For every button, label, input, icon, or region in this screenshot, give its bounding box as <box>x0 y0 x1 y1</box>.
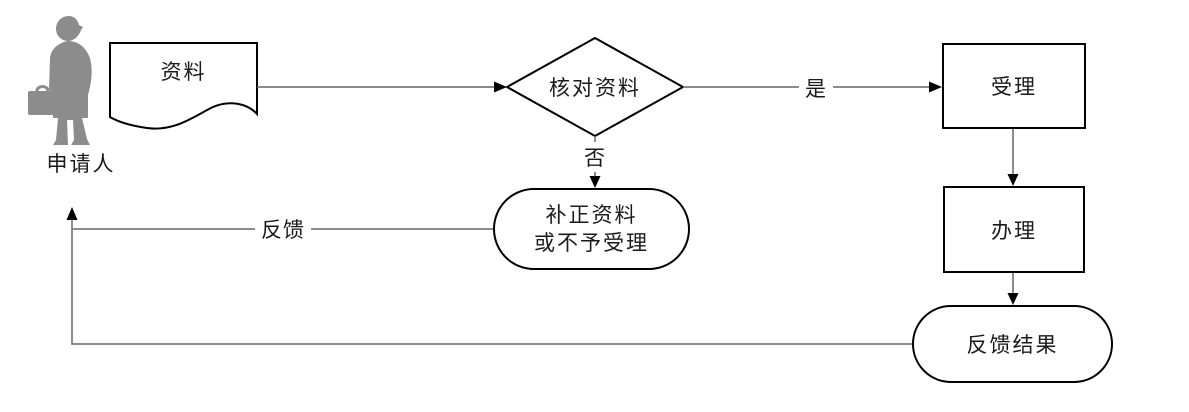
edge-label-yes: 是 <box>799 73 833 103</box>
briefcase-handle <box>35 85 50 92</box>
briefcase-icon <box>28 91 57 115</box>
applicant-icon <box>28 16 92 145</box>
document-label: 资料 <box>160 60 207 84</box>
edge-label-no: 否 <box>578 142 612 172</box>
arrowhead-into-applicant <box>66 207 78 220</box>
accept-node: 受理 <box>942 43 1086 129</box>
feedback-result-label: 反馈结果 <box>966 333 1059 357</box>
supplement-node: 补正资料 或不予受理 <box>493 188 690 270</box>
applicant-body <box>49 41 92 145</box>
arrowhead-into-accept <box>929 81 942 93</box>
document-node: 资料 <box>110 43 257 99</box>
applicant-head <box>56 16 83 41</box>
arrowhead-into-feedback-result <box>1007 293 1019 305</box>
arrowhead-into-supplement <box>589 176 601 188</box>
process-node: 办理 <box>943 186 1085 273</box>
connector-feedback-result-to-applicant <box>71 219 912 345</box>
document-shape <box>109 42 258 130</box>
decision-node: 核对资料 <box>507 38 683 136</box>
decision-label: 核对资料 <box>549 76 641 100</box>
arrowhead-into-process <box>1007 174 1019 186</box>
arrowhead-into-decision <box>494 81 507 93</box>
supplement-label-line2: 或不予受理 <box>534 231 649 255</box>
accept-label: 受理 <box>991 75 1037 99</box>
edge-label-feedback: 反馈 <box>255 214 311 244</box>
process-label: 办理 <box>991 218 1037 243</box>
feedback-result-node: 反馈结果 <box>912 305 1113 383</box>
applicant-label: 申请人 <box>46 152 116 176</box>
supplement-label-line1: 补正资料 <box>545 203 638 227</box>
